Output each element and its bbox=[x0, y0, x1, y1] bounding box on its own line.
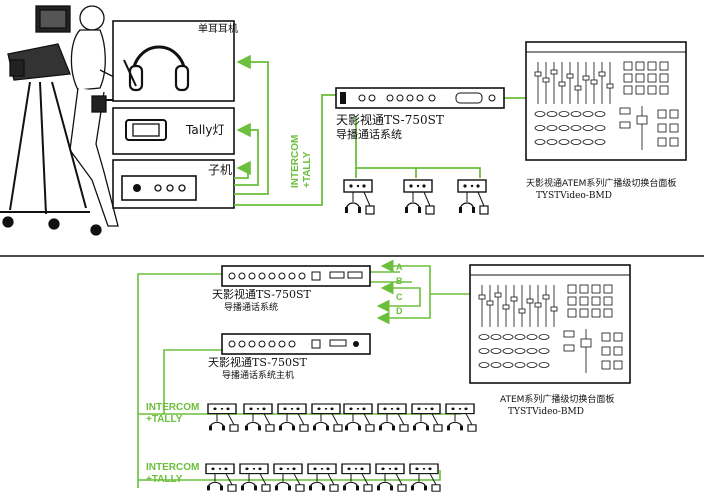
tally-label: Tally灯 bbox=[185, 123, 224, 137]
beltpack-row-1 bbox=[207, 403, 477, 432]
headset-label: 单耳耳机 bbox=[198, 22, 238, 35]
channel-a: A bbox=[396, 262, 403, 272]
beltpack-row-2 bbox=[205, 463, 441, 492]
top-intercom-label-1: INTERCOM bbox=[290, 135, 301, 188]
bottom-unit2-name: 天影视通TS-750ST bbox=[208, 355, 308, 369]
channel-b: B bbox=[396, 276, 403, 286]
beltpack-top-3 bbox=[457, 179, 489, 215]
row1-intercom-label-1: INTERCOM bbox=[146, 402, 199, 413]
camera-operator-illustration bbox=[0, 5, 121, 236]
row1-intercom-label-2: +TALLY bbox=[146, 414, 183, 425]
bottom-unit2-sub: 导播通话系统主机 bbox=[222, 369, 294, 381]
atem-panel-bottom bbox=[469, 264, 631, 384]
handset-box bbox=[112, 159, 235, 209]
headset-box bbox=[112, 20, 235, 102]
channel-c: C bbox=[396, 292, 403, 302]
ts750st-unit-2 bbox=[221, 333, 371, 355]
channel-d: D bbox=[396, 306, 403, 316]
top-ts-name: 天影视通TS-750ST bbox=[336, 112, 444, 127]
top-green-connections bbox=[234, 54, 526, 206]
ts750st-unit-1 bbox=[221, 265, 371, 287]
bottom-unit1-name: 天影视通TS-750ST bbox=[212, 287, 312, 301]
row2-intercom-label-1: INTERCOM bbox=[146, 462, 199, 473]
bottom-unit1-sub: 导播通话系统 bbox=[224, 301, 278, 313]
top-ts-sub: 导播通话系统 bbox=[336, 127, 402, 141]
atem-panel-top bbox=[525, 41, 687, 161]
top-panel-sub: TYSTVideo-BMD bbox=[536, 191, 612, 201]
row2-intercom-label-2: +TALLY bbox=[146, 474, 183, 485]
beltpack-top-2 bbox=[403, 179, 435, 215]
tally-box bbox=[112, 107, 235, 155]
handset-label: 子机 bbox=[208, 163, 232, 177]
beltpack-top-1 bbox=[343, 179, 375, 215]
bottom-panel-name: ATEM系列广播级切换台面板 bbox=[500, 393, 614, 405]
ts750st-unit-top bbox=[335, 87, 505, 109]
top-intercom-label-2: +TALLY bbox=[302, 151, 313, 188]
top-panel-name: 天影视通ATEM系列广播级切换台面板 bbox=[526, 177, 676, 189]
bottom-panel-sub: TYSTVideo-BMD bbox=[508, 407, 584, 417]
